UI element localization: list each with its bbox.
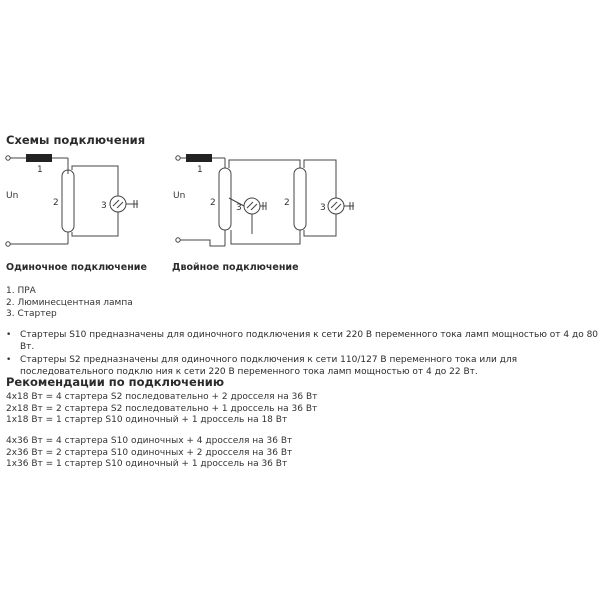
label-1: 1 (37, 165, 43, 175)
recommendation-item: 4x18 Вт = 4 стартера S2 последовательно … (6, 392, 318, 402)
recommendations-group-1: 4x18 Вт = 4 стартера S2 последовательно … (6, 392, 317, 427)
lamp-icon (293, 167, 307, 231)
label-un: Un (6, 191, 18, 201)
label-un: Un (173, 191, 185, 201)
recommendation-item: 2x18 Вт = 2 стартера S2 последовательно … (6, 403, 318, 414)
label-2a: 2 (210, 198, 216, 208)
label-3b: 3 (320, 203, 326, 213)
double-connection-diagram: 1 Un 2 3 2 3 (173, 154, 354, 247)
recommendation-item: 1x36 Вт = 1 стартер S10 одиночный + 1 др… (6, 459, 288, 469)
note-text: Стартеры S2 предназначены для одиночного… (20, 355, 518, 377)
starter-icon (327, 197, 345, 215)
recommendation-item: 2x36 Вт = 2 стартера S10 одиночных + 2 д… (6, 447, 293, 458)
recommendations-group-2: 4x36 Вт = 4 стартера S10 одиночных + 4 д… (6, 436, 292, 471)
single-connection-diagram: 1 Un 2 3 (5, 154, 138, 247)
label-3a: 3 (236, 203, 242, 213)
label-3: 3 (101, 201, 107, 211)
list-item: • Стартеры S2 предназначены для одиночно… (6, 355, 600, 378)
label-2: 2 (53, 198, 59, 208)
choke-icon (186, 154, 212, 162)
recommendation-item: 4x36 Вт = 4 стартера S10 одиночных + 4 д… (6, 436, 293, 446)
legend-item: 2. Люминесцентная лампа (6, 297, 133, 308)
note-text: Стартеры S10 предназначены для одиночног… (20, 330, 599, 352)
bullet-icon: • (6, 355, 12, 365)
bullet-icon: • (6, 330, 12, 340)
notes-list: • Стартеры S10 предназначены для одиночн… (6, 330, 600, 378)
label-1: 1 (197, 165, 203, 175)
choke-icon (26, 154, 52, 162)
section-title: Схемы подключения (6, 133, 146, 147)
terminal-bottom (175, 237, 181, 243)
terminal-bottom (5, 241, 11, 247)
double-caption: Двойное подключение (172, 262, 299, 273)
lamp-icon (61, 169, 75, 233)
terminal-top (175, 155, 181, 161)
starter-icon (109, 195, 127, 213)
legend-item: 3. Стартер (6, 309, 57, 319)
starter-icon (243, 197, 261, 215)
recommendations-title: Рекомендации по подключению (6, 375, 225, 389)
lamp-icon (218, 167, 232, 231)
single-caption: Одиночное подключение (6, 262, 147, 273)
legend: 1. ПРА 2. Люминесцентная лампа 3. Старте… (6, 286, 133, 321)
recommendation-item: 1x18 Вт = 1 стартер S10 одиночный + 1 др… (6, 415, 288, 425)
legend-item: 1. ПРА (6, 286, 36, 296)
label-2b: 2 (284, 198, 290, 208)
terminal-top (5, 155, 11, 161)
list-item: • Стартеры S10 предназначены для одиночн… (6, 330, 600, 353)
